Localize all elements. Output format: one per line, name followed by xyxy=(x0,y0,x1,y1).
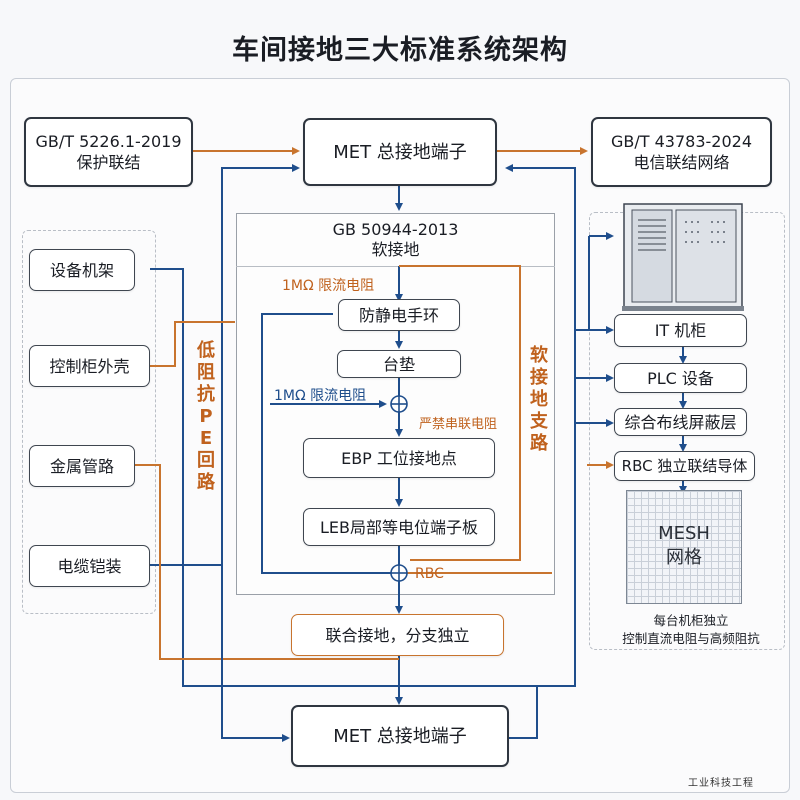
mat-label: 台垫 xyxy=(382,354,415,374)
standard-gb43783-box: GB/T 43783-2024 电信联结网络 xyxy=(591,117,772,187)
wrist-strap-box: 防静电手环 xyxy=(338,299,460,331)
met-top-label: MET 总接地端子 xyxy=(333,141,467,163)
resistor-label-1: 1MΩ 限流电阻 xyxy=(282,278,375,294)
met-bottom-label: MET 总接地端子 xyxy=(333,725,467,747)
standard-gb50944-name: 软接地 xyxy=(371,240,420,259)
wrist-strap-label: 防静电手环 xyxy=(358,305,439,325)
right-item-label: 综合布线屏蔽层 xyxy=(624,412,737,432)
resistor-label-2: 1MΩ 限流电阻 xyxy=(274,388,367,404)
left-item-label: 金属管路 xyxy=(49,456,114,476)
right-item-plc: PLC 设备 xyxy=(614,363,747,393)
left-item-label: 设备机架 xyxy=(49,260,114,280)
left-item-metal-pipe: 金属管路 xyxy=(29,445,135,487)
soft-ground-branch-label: 软接地支路 xyxy=(530,345,548,454)
mesh-note-line1: 每台机柜独立 xyxy=(653,613,729,628)
mesh-label-cn: 网格 xyxy=(666,547,702,568)
soft-ground-divider xyxy=(236,266,555,267)
standard-gb5226-name: 保护联结 xyxy=(76,153,141,172)
left-item-equipment-rack: 设备机架 xyxy=(29,249,135,291)
standard-gb5226-box: GB/T 5226.1-2019 保护联结 xyxy=(24,117,193,187)
server-cabinet-icon xyxy=(622,203,744,311)
right-item-label: IT 机柜 xyxy=(654,321,707,340)
ebp-label: EBP 工位接地点 xyxy=(341,448,457,468)
standard-gb50944-header: GB 50944-2013 软接地 xyxy=(236,220,555,260)
standard-gb50944-code: GB 50944-2013 xyxy=(332,220,459,239)
right-item-rbc-conductor: RBC 独立联结导体 xyxy=(614,451,755,481)
joint-ground-label: 联合接地，分支独立 xyxy=(325,625,470,645)
right-item-label: PLC 设备 xyxy=(647,368,714,388)
left-item-label: 控制柜外壳 xyxy=(49,356,130,376)
left-item-label: 电缆铠装 xyxy=(57,556,122,576)
standard-gb43783-code: GB/T 43783-2024 xyxy=(610,132,752,151)
ebp-box: EBP 工位接地点 xyxy=(303,438,495,478)
mesh-label-en: MESH xyxy=(658,523,710,544)
rbc-node-label: RBC xyxy=(415,566,444,582)
page-title: 车间接地三大标准系统架构 xyxy=(232,35,568,66)
right-item-it-cabinet: IT 机柜 xyxy=(614,314,747,347)
left-item-cable-armor: 电缆铠装 xyxy=(29,545,150,587)
met-bottom-box: MET 总接地端子 xyxy=(291,705,509,767)
left-item-cabinet-shell: 控制柜外壳 xyxy=(29,345,150,387)
mesh-label: MESH 网格 xyxy=(626,522,742,570)
met-top-box: MET 总接地端子 xyxy=(303,118,497,186)
no-series-resistor-label: 严禁串联电阻 xyxy=(419,417,498,432)
left-equipment-region xyxy=(22,230,156,614)
mesh-note: 每台机柜独立 控制直流电阻与高频阻抗 xyxy=(598,612,784,648)
watermark-logo: 工业科技工程 xyxy=(688,778,754,789)
standard-gb5226-code: GB/T 5226.1-2019 xyxy=(35,132,182,151)
mesh-grid xyxy=(626,490,742,604)
standard-gb43783-name: 电信联结网络 xyxy=(633,153,730,172)
leb-label: LEB局部等电位端子板 xyxy=(319,517,478,537)
low-impedance-pe-label: 低阻抗PE回路 xyxy=(197,340,215,493)
leb-box: LEB局部等电位端子板 xyxy=(303,508,495,546)
joint-ground-box: 联合接地，分支独立 xyxy=(291,614,504,656)
right-item-cabling-shield: 综合布线屏蔽层 xyxy=(614,408,747,436)
mat-box: 台垫 xyxy=(337,350,461,378)
mesh-note-line2: 控制直流电阻与高频阻抗 xyxy=(622,631,760,646)
right-item-label: RBC 独立联结导体 xyxy=(621,456,748,475)
